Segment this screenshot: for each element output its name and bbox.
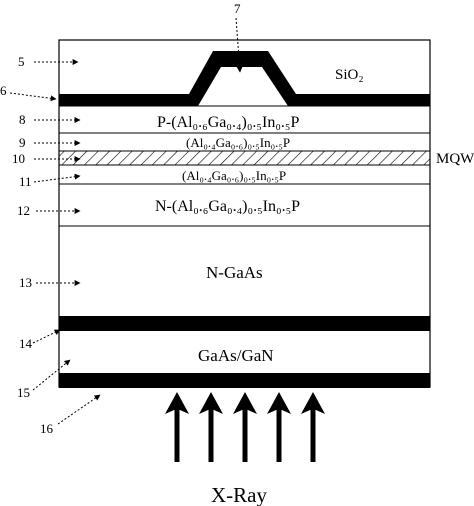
label-mqw: MQW [436,151,474,167]
label-lower-barrier: (Al₀.₄Ga₀.₆)₀.₅In₀.₅P [182,168,286,183]
label-xray: X-Ray [211,483,267,506]
xray-arrow [199,392,223,462]
callout-16: 16 [40,421,54,436]
callout-9: 9 [19,135,26,150]
xray-arrow [301,392,325,462]
callout-8: 8 [19,112,26,127]
xray-arrows [165,392,325,462]
callout-13: 13 [19,275,32,290]
leader-14 [32,329,61,344]
xray-arrow [165,392,189,462]
callout-6: 6 [0,83,7,98]
mqw-layer [58,150,431,166]
callout-15: 15 [17,385,30,400]
callout-5: 5 [18,54,25,69]
label-p-cladding: P-(Al₀.₆Ga₀.₄)₀.₅In₀.₅P [157,114,299,131]
leader-16 [57,394,101,425]
xray-arrow [267,392,291,462]
callout-7: 7 [234,1,241,16]
leader-6 [9,92,57,102]
label-substrate: N-GaAs [206,263,263,282]
base-plate [59,373,430,388]
leader-7 [235,17,243,73]
leader-11 [33,173,81,183]
callout-14: 14 [19,336,33,351]
callout-10: 10 [12,151,25,166]
ridge-contact [59,51,430,106]
label-upper-barrier: (Al₀.₄Ga₀.₆)₀.₅In₀.₅P [186,135,290,150]
bottom-electrode [59,316,430,331]
callout-11: 11 [19,174,32,189]
label-n-cladding: N-(Al₀.₆Ga₀.₄)₀.₅In₀.₅P [155,198,300,215]
callout-12: 12 [17,203,30,218]
label-sio2: SiO₂ [335,67,364,83]
label-converter: GaAs/GaN [198,346,274,365]
xray-arrow [233,392,257,462]
